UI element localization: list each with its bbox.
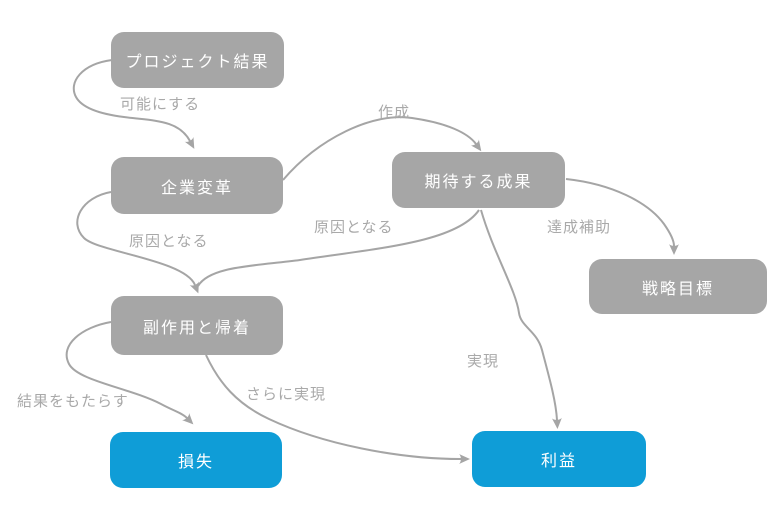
edge-cause-from-business-change (76, 191, 199, 294)
node-strategic-goals-label: 戦略目標 (641, 280, 714, 298)
node-loss-label: 損失 (177, 454, 214, 471)
node-profit: 利益 (472, 431, 646, 487)
node-business-change: 企業変革 (111, 157, 283, 214)
node-strategic-goals: 戦略目標 (589, 259, 767, 314)
node-expected-outcomes: 期待する成果 (392, 152, 565, 208)
node-loss: 損失 (110, 432, 282, 488)
edge-label-cause-right: 原因となる (314, 219, 394, 236)
node-side-effects-label: 副作用と帰着 (142, 319, 251, 337)
edge-label-realize: 実現 (467, 353, 500, 370)
edge-label-create: 作成 (378, 104, 411, 121)
edge-support (565, 178, 679, 255)
node-profit-label: 利益 (540, 453, 577, 470)
edge-cause-from-expected-outcomes (197, 209, 480, 287)
edge-label-further-realize: さらに実現 (246, 386, 327, 403)
node-project-results: プロジェクト結果 (111, 32, 284, 88)
edge-label-cause-left: 原因となる (129, 233, 209, 250)
node-side-effects: 副作用と帰着 (111, 296, 283, 355)
edge-label-enable: 可能にする (120, 96, 201, 113)
node-business-change-label: 企業変革 (160, 179, 233, 197)
node-project-results-label: プロジェクト結果 (125, 54, 270, 71)
edge-realize (480, 209, 562, 429)
node-expected-outcomes-label: 期待する成果 (424, 174, 533, 191)
edge-further-realize (205, 354, 470, 464)
edge-label-yields: 結果をもたらす (17, 393, 129, 410)
edge-yields (65, 321, 194, 425)
edge-label-support: 達成補助 (547, 219, 612, 236)
edge-enable (72, 59, 195, 149)
edge-create (282, 116, 482, 181)
